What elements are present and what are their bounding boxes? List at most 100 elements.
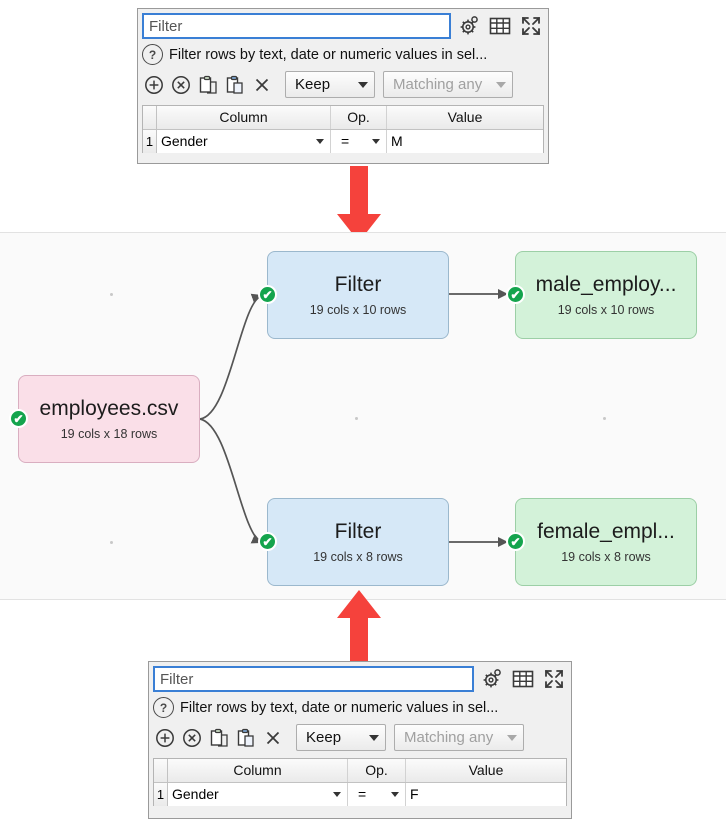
node-subtitle: 19 cols x 10 rows	[557, 303, 655, 318]
table-row[interactable]: 1 Gender = F	[154, 783, 566, 806]
connector-layer	[199, 288, 508, 548]
chevron-down-icon	[496, 81, 506, 88]
cell-column-select[interactable]: Gender	[157, 130, 331, 153]
callout-arrow-top	[331, 166, 387, 251]
match-mode-value: Matching any	[393, 76, 483, 93]
node-female-employees[interactable]: ✔ female_empl... 19 cols x 8 rows	[506, 498, 697, 586]
help-icon[interactable]: ?	[153, 697, 174, 718]
table-header-row: Column Op. Value	[154, 759, 566, 783]
status-badge: ✔	[9, 409, 28, 428]
node-title: female_empl...	[537, 519, 675, 543]
column-header-value: Value	[447, 109, 483, 125]
node-title: male_employ...	[535, 272, 677, 296]
gear-icon[interactable]	[456, 13, 482, 39]
node-filter-female[interactable]: ✔ Filter 19 cols x 8 rows	[258, 498, 449, 586]
help-icon[interactable]: ?	[142, 44, 163, 65]
grid-dot	[603, 417, 606, 420]
paste-icon[interactable]	[234, 726, 258, 750]
node-employees-csv[interactable]: ✔ employees.csv 19 cols x 18 rows	[9, 375, 200, 463]
grid-dot	[355, 417, 358, 420]
cell-op-value: =	[358, 786, 367, 802]
copy-icon[interactable]	[207, 726, 231, 750]
node-subtitle: 19 cols x 8 rows	[561, 550, 651, 565]
keep-mode-select[interactable]: Keep	[285, 71, 375, 98]
node-subtitle: 19 cols x 8 rows	[313, 550, 403, 565]
node-filter-male[interactable]: ✔ Filter 19 cols x 10 rows	[258, 251, 449, 339]
panel-description-text: Filter rows by text, date or numeric val…	[169, 46, 488, 63]
panel-header-row: Filter	[153, 666, 567, 692]
cell-column-select[interactable]: Gender	[168, 783, 348, 806]
status-badge: ✔	[506, 285, 525, 304]
column-header-column: Column	[157, 106, 331, 129]
column-header-op: Op.	[331, 106, 387, 129]
table-row[interactable]: 1 Gender = M	[143, 130, 543, 153]
chevron-down-icon	[391, 792, 399, 797]
panel-header-row: Filter	[142, 13, 544, 39]
node-title: Filter	[334, 519, 382, 543]
panel-toolbar: Keep Matching any	[153, 724, 567, 751]
row-number-header	[143, 106, 157, 129]
column-header-op: Op.	[348, 759, 406, 782]
chevron-down-icon	[316, 139, 324, 144]
node-subtitle: 19 cols x 18 rows	[60, 427, 158, 442]
node-title: Filter	[334, 272, 382, 296]
filter-name-input[interactable]: Filter	[142, 13, 451, 39]
filter-conditions-table: Column Op. Value 1 Gender = M	[142, 105, 544, 153]
add-circle-icon[interactable]	[153, 726, 177, 750]
column-header-column: Column	[168, 759, 348, 782]
node-subtitle: 19 cols x 10 rows	[309, 303, 407, 318]
row-number-header	[154, 759, 168, 782]
match-mode-value: Matching any	[404, 729, 494, 746]
workflow-canvas[interactable]: ✔ employees.csv 19 cols x 18 rows ✔ Filt…	[0, 232, 726, 600]
filter-conditions-table: Column Op. Value 1 Gender = F	[153, 758, 567, 806]
match-mode-select[interactable]: Matching any	[394, 724, 524, 751]
chevron-down-icon	[358, 81, 368, 88]
status-badge: ✔	[506, 532, 525, 551]
row-number: 1	[143, 130, 157, 153]
paste-icon[interactable]	[223, 73, 247, 97]
keep-mode-value: Keep	[295, 76, 331, 93]
panel-description-row: ? Filter rows by text, date or numeric v…	[142, 44, 544, 65]
remove-circle-icon[interactable]	[169, 73, 193, 97]
keep-mode-value: Keep	[306, 729, 342, 746]
filter-name-input[interactable]: Filter	[153, 666, 474, 692]
cell-op-value: =	[341, 133, 350, 149]
cell-op-select[interactable]: =	[348, 783, 406, 806]
status-badge: ✔	[258, 532, 277, 551]
node-title: employees.csv	[39, 396, 179, 420]
chevron-down-icon	[333, 792, 341, 797]
table-icon[interactable]	[487, 13, 513, 39]
gear-icon[interactable]	[479, 666, 505, 692]
panel-description-text: Filter rows by text, date or numeric val…	[180, 699, 499, 716]
chevron-down-icon	[507, 734, 517, 741]
row-number: 1	[154, 783, 168, 806]
panel-toolbar: Keep Matching any	[142, 71, 544, 98]
expand-icon[interactable]	[518, 13, 544, 39]
callout-arrow-bottom	[331, 590, 387, 671]
cell-value-input[interactable]: F	[410, 786, 419, 802]
chevron-down-icon	[369, 734, 379, 741]
cell-op-select[interactable]: =	[331, 130, 387, 153]
column-header-value: Value	[468, 762, 504, 778]
cell-column-value: Gender	[161, 133, 208, 149]
table-icon[interactable]	[510, 666, 536, 692]
grid-dot	[110, 293, 113, 296]
chevron-down-icon	[372, 139, 380, 144]
cell-value-input[interactable]: M	[391, 133, 403, 149]
add-circle-icon[interactable]	[142, 73, 166, 97]
remove-circle-icon[interactable]	[180, 726, 204, 750]
keep-mode-select[interactable]: Keep	[296, 724, 386, 751]
status-badge: ✔	[258, 285, 277, 304]
match-mode-select[interactable]: Matching any	[383, 71, 513, 98]
grid-dot	[110, 541, 113, 544]
panel-description-row: ? Filter rows by text, date or numeric v…	[153, 697, 567, 718]
cell-column-value: Gender	[172, 786, 219, 802]
filter-panel-top: Filter	[137, 8, 549, 164]
filter-panel-bottom: Filter	[148, 661, 572, 819]
close-x-icon[interactable]	[250, 73, 274, 97]
expand-icon[interactable]	[541, 666, 567, 692]
copy-icon[interactable]	[196, 73, 220, 97]
close-x-icon[interactable]	[261, 726, 285, 750]
node-male-employees[interactable]: ✔ male_employ... 19 cols x 10 rows	[506, 251, 697, 339]
table-header-row: Column Op. Value	[143, 106, 543, 130]
